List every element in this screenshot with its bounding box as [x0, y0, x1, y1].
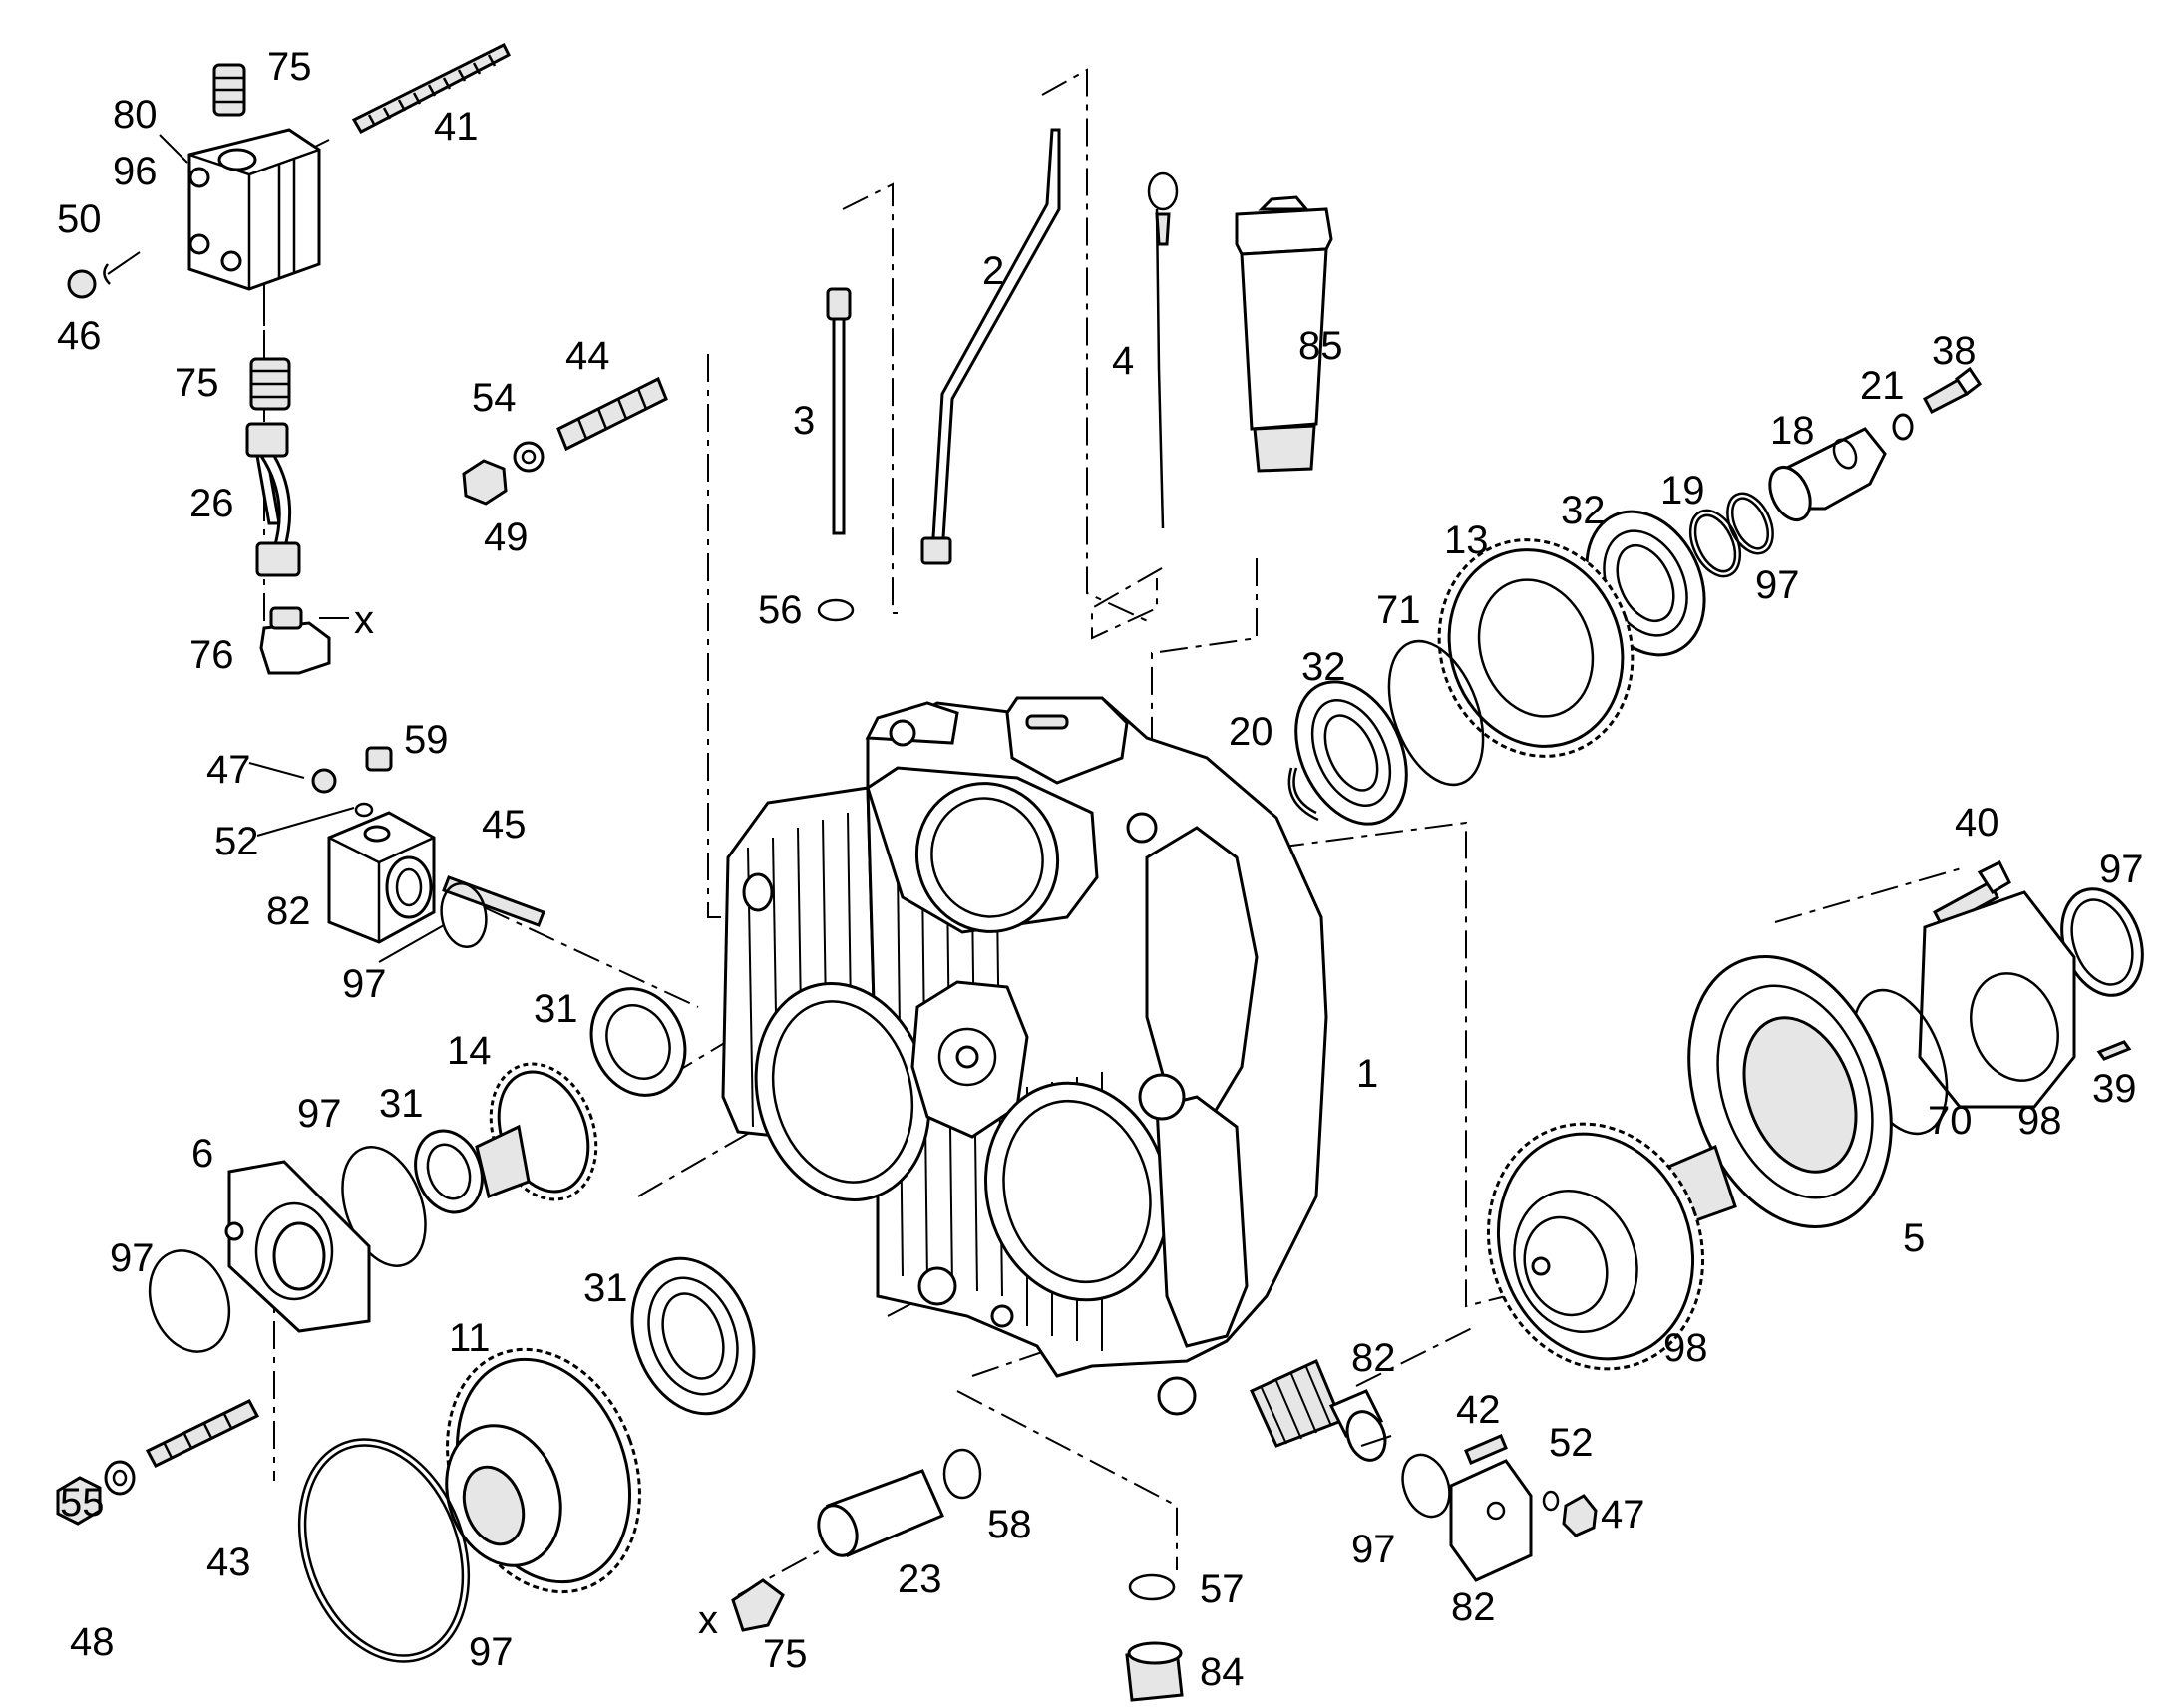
label-31: 31: [534, 987, 578, 1031]
output-housing-5: [1687, 954, 1893, 1229]
label-42: 42: [1456, 1388, 1501, 1432]
label-3: 3: [793, 399, 815, 443]
label-50: 50: [57, 197, 102, 241]
label-82: 82: [1451, 1585, 1496, 1629]
label-98: 98: [2017, 1099, 2062, 1143]
bent-pipe-2: [920, 128, 1061, 565]
bearing-32-lower-set: [1287, 639, 1485, 826]
label-40: 40: [1955, 801, 1999, 845]
label-2: 2: [982, 249, 1004, 293]
label-57: 57: [1200, 1567, 1245, 1611]
label-31: 31: [583, 1266, 628, 1310]
right-cover-set: [1851, 859, 2144, 1136]
label-52: 52: [214, 820, 259, 863]
label-31: 31: [379, 1082, 424, 1126]
label-52: 52: [1549, 1421, 1594, 1465]
label-58: 58: [987, 1503, 1032, 1546]
label-44: 44: [565, 334, 610, 378]
label-14: 14: [447, 1029, 492, 1073]
label-26: 26: [189, 482, 234, 525]
label-32: 32: [1561, 489, 1606, 532]
pin-23-set: [731, 1448, 982, 1632]
gearbox-housing: [721, 696, 1328, 1416]
label-1: 1: [1356, 1052, 1378, 1096]
label-49: 49: [484, 515, 529, 559]
label-23: 23: [898, 1557, 942, 1601]
label-21: 21: [1860, 364, 1905, 408]
label-5: 5: [1903, 1216, 1925, 1260]
label-97: 97: [1351, 1528, 1396, 1571]
label-39: 39: [2092, 1067, 2137, 1111]
label-85: 85: [1298, 324, 1343, 368]
part-labels: 75 80 96 41 50 46 75 26 76 x 54 44 49 3 …: [57, 45, 2144, 1694]
label-x: x: [698, 1598, 718, 1642]
label-97: 97: [469, 1630, 514, 1674]
label-55: 55: [60, 1481, 105, 1525]
label-41: 41: [434, 105, 479, 149]
dipstick-tube-3: [817, 287, 855, 622]
planetary-gear-98: [1486, 1122, 1737, 1371]
valve-18-set: [1768, 366, 1983, 521]
label-80: 80: [113, 93, 158, 137]
label-20: 20: [1229, 710, 1273, 754]
label-46: 46: [57, 314, 102, 358]
label-4: 4: [1112, 339, 1134, 383]
dipstick-4: [1147, 171, 1179, 529]
gear-11-set: [297, 1256, 756, 1663]
label-x: x: [354, 598, 374, 642]
plug-84-set: [1125, 1573, 1184, 1702]
label-54: 54: [472, 376, 517, 420]
label-56: 56: [758, 588, 803, 632]
label-70: 70: [1928, 1099, 1973, 1143]
label-32: 32: [1301, 645, 1346, 689]
input-gear-14-set: [148, 987, 687, 1353]
label-97: 97: [297, 1092, 342, 1136]
gear-13: [1437, 538, 1635, 758]
label-75: 75: [763, 1632, 808, 1676]
label-82: 82: [266, 889, 311, 933]
label-82: 82: [1351, 1336, 1396, 1380]
label-48: 48: [70, 1620, 115, 1664]
label-97: 97: [2099, 848, 2144, 891]
label-19: 19: [1660, 469, 1705, 512]
stud-44-set: [462, 376, 668, 506]
side-block-82: [311, 746, 545, 948]
label-75: 75: [267, 45, 312, 89]
label-6: 6: [191, 1132, 213, 1176]
valve-block-assembly: [67, 42, 512, 675]
output-shaft-82-set: [1250, 1358, 1598, 1582]
label-76: 76: [189, 633, 234, 677]
label-43: 43: [206, 1540, 251, 1584]
leader-lines: [107, 134, 1392, 1447]
filter-85: [1235, 195, 1333, 473]
label-45: 45: [482, 803, 527, 847]
label-59: 59: [404, 718, 449, 762]
label-71: 71: [1376, 588, 1421, 632]
label-75: 75: [175, 361, 219, 405]
label-11: 11: [449, 1316, 491, 1360]
stud-43-set: [56, 1399, 260, 1526]
label-47: 47: [206, 748, 251, 792]
label-97: 97: [342, 962, 387, 1006]
label-96: 96: [113, 150, 158, 193]
label-47: 47: [1601, 1493, 1645, 1537]
label-97: 97: [110, 1236, 155, 1280]
label-13: 13: [1444, 518, 1489, 562]
label-97: 97: [1755, 563, 1800, 607]
label-18: 18: [1770, 409, 1815, 453]
label-84: 84: [1200, 1650, 1245, 1694]
label-38: 38: [1932, 329, 1977, 373]
label-98: 98: [1663, 1326, 1708, 1370]
